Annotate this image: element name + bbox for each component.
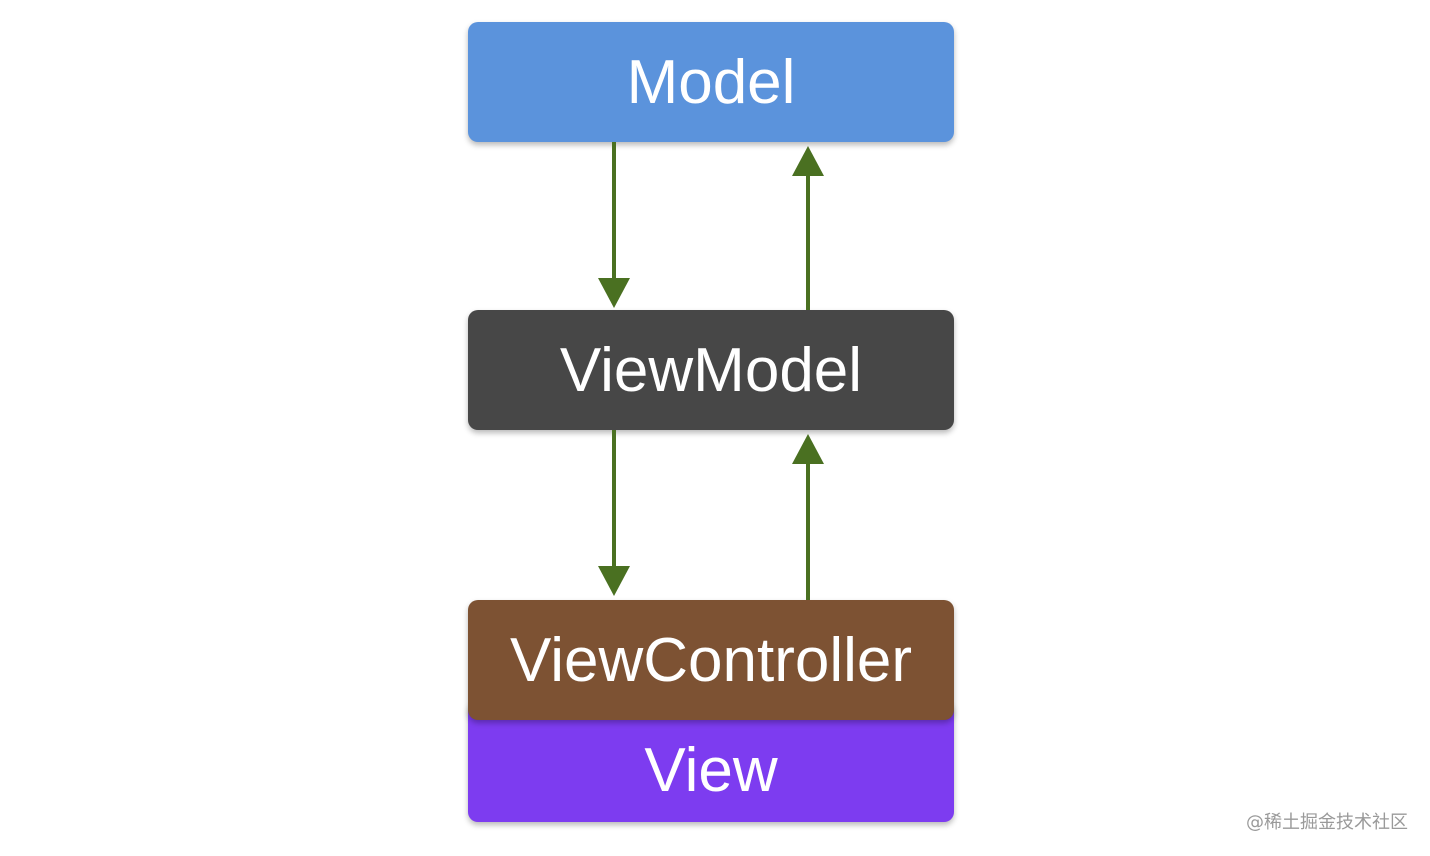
arrow-viewcontroller-to-viewmodel [792, 434, 824, 600]
model-node: Model [468, 22, 954, 142]
view-node: View [468, 700, 954, 822]
arrow-viewmodel-to-viewcontroller [598, 430, 630, 596]
viewcontroller-node: ViewController [468, 600, 954, 720]
arrow-viewmodel-to-model [792, 146, 824, 310]
watermark-text: @稀土掘金技术社区 [1246, 812, 1408, 833]
viewmodel-node: ViewModel [468, 310, 954, 430]
arrow-model-to-viewmodel [598, 142, 630, 308]
